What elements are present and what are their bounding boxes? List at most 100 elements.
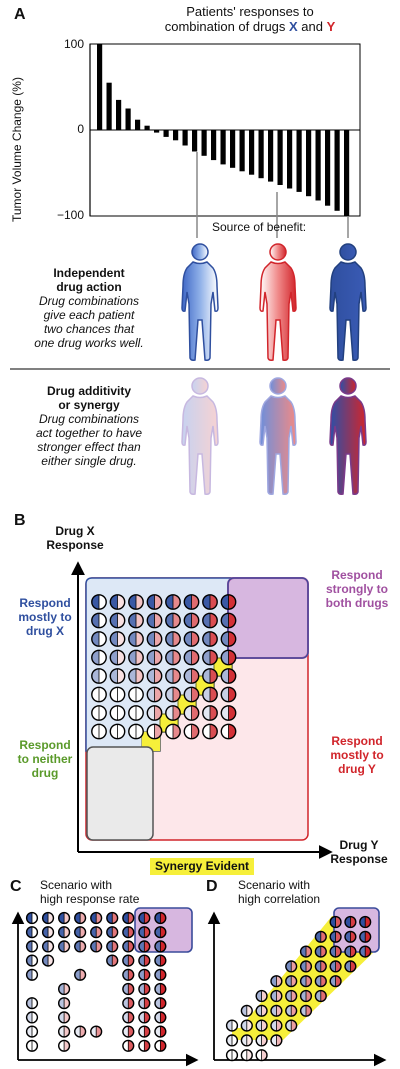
response-circle-c [25,1011,39,1024]
additivity-desc-1: Drug combinations [38,412,140,426]
response-circle-c [154,954,167,967]
response-circle-c [57,911,71,925]
response-circle-d [255,1019,268,1032]
response-circle-b [146,723,163,740]
response-circle-c [90,926,103,939]
response-circle-b [165,612,181,629]
response-circle-b [220,649,237,666]
response-circle-c [122,997,135,1010]
label-strong-1: Respond [331,568,383,582]
response-circle-d [285,960,298,973]
response-circle-b [91,612,107,629]
bar-21 [296,130,302,192]
bar-7 [163,130,169,137]
connector-lines [196,152,349,238]
response-circle-c [154,997,167,1010]
panel-a-title: Patients' responses to combination of dr… [130,4,370,34]
response-circle-d [240,1049,253,1062]
response-circle-b [146,705,163,721]
panel-d-strong-region [333,907,380,953]
label-mostly-x: Respond mostly to drug X [6,596,84,638]
response-circle-d [225,1019,239,1032]
response-circle-b [128,668,144,684]
title-drug-y: Y [326,19,336,34]
response-circle-d [344,930,357,943]
response-circle-b [128,723,144,740]
response-circle-c [154,911,167,925]
title-prefix: combination of drugs [164,19,290,34]
response-circle-d [255,1049,268,1062]
response-circle-b [91,594,107,610]
independent-text: Independent drug action Drug combination… [4,266,174,350]
response-circle-c [154,968,167,981]
response-circle-c [57,1011,71,1024]
response-circle-c [74,926,87,939]
panel-c-title-1: Scenario with [40,878,113,892]
response-circle-d [329,960,342,973]
bar-18 [268,130,274,182]
response-circle-c [25,926,39,939]
bar-2 [116,99,122,130]
label-strong-3: both drugs [325,596,389,610]
response-circle-d [344,960,357,973]
response-circle-c [122,940,135,953]
bar-8 [173,130,179,141]
response-circle-c [74,968,87,981]
response-circle-d [344,915,357,929]
bar-16 [249,130,255,175]
response-circle-c [154,982,167,996]
response-circle-c [106,940,119,953]
response-circle-d [270,975,283,988]
response-circle-c [122,1025,135,1038]
response-circle-d [329,975,342,988]
response-circle-c [25,968,39,981]
response-circle-c [74,911,87,925]
response-circle-b [109,705,126,721]
response-circle-b [220,631,237,647]
bar-12 [211,130,217,161]
response-circle-c [57,997,71,1010]
response-circle-c [41,940,55,953]
label-mostly-y-2: mostly to [330,748,384,762]
response-circle-d [255,989,268,1003]
response-circle-b [128,594,144,610]
response-circle-c [122,954,135,967]
response-circle-d [344,945,357,958]
response-circle-b [183,686,200,703]
response-circle-b [183,649,200,666]
response-circle-b [146,649,163,666]
response-circle-d [314,930,327,943]
additivity-title-1: Drug additivity [46,384,131,398]
bar-25 [334,130,340,211]
label-mostly-y-3: drug Y [338,762,376,776]
region-strong-both [227,577,309,659]
panel-cd-grids [11,907,387,1067]
response-circle-b [109,686,126,703]
tick-0: 0 [77,122,84,136]
drug-y-axis-label-2: Response [330,852,388,866]
panel-a-chart [10,43,390,495]
response-circle-d [329,930,342,943]
response-circle-b [202,668,218,684]
response-circle-b [220,668,237,684]
response-circle-c [154,1011,167,1024]
drug-x-axis-label: Drug X Response [44,524,106,552]
response-circle-b [91,705,107,721]
title-and: and [297,19,327,34]
response-circle-c [138,968,151,981]
panel-d-title-1: Scenario with [238,878,311,892]
response-circle-b [165,631,181,647]
response-circle-d [359,915,372,929]
person-additive-medium [259,377,297,495]
response-circle-c [106,926,119,939]
bar-5 [144,125,150,130]
response-circle-b [91,631,107,647]
response-circle-c [90,911,103,925]
response-circle-b [183,594,200,610]
response-circle-c [106,954,119,967]
response-circle-b [165,649,181,666]
bar-22 [306,130,312,197]
response-circle-b [220,705,237,721]
response-circle-b [220,723,237,740]
response-circle-d [225,1049,239,1062]
